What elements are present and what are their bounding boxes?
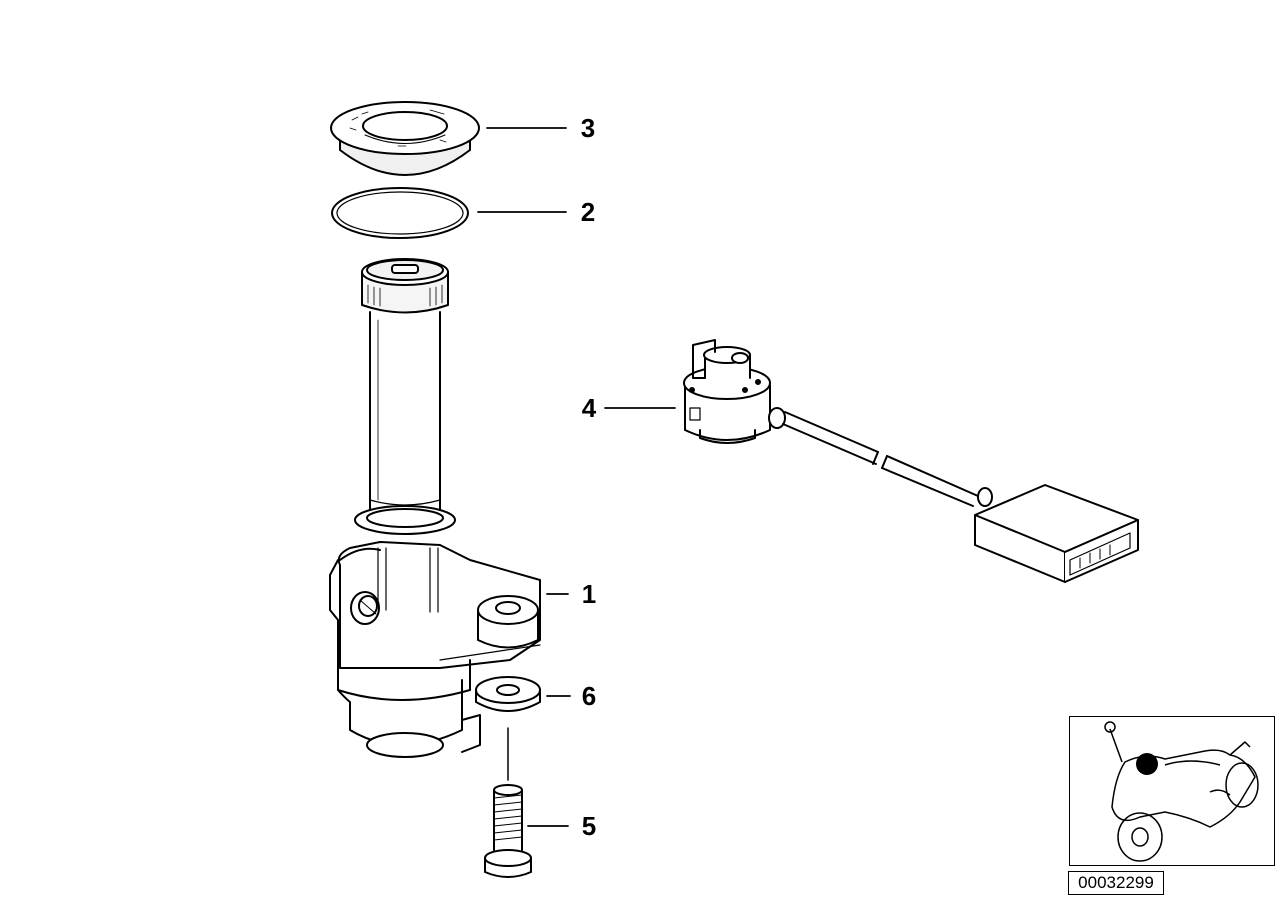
o-ring-part [331,187,469,239]
callout-3: 3 [581,113,595,143]
callout-5: 5 [582,811,596,841]
callout-2: 2 [581,197,595,227]
motorcycle-locator-icon [1104,721,1259,862]
ignition-lock-housing-part [329,258,541,758]
ignition-switch-part [683,339,1139,583]
locator-dot [1136,753,1158,775]
callout-4: 4 [582,393,597,423]
reference-number: 00032299 [1068,871,1164,895]
washer-part [475,676,541,712]
locator-thumbnail [1069,716,1275,866]
bezel-ring-part [330,101,480,176]
callout-6: 6 [582,681,596,711]
leader-lines [477,127,676,827]
screw-part [484,784,532,878]
callout-1: 1 [582,579,596,609]
